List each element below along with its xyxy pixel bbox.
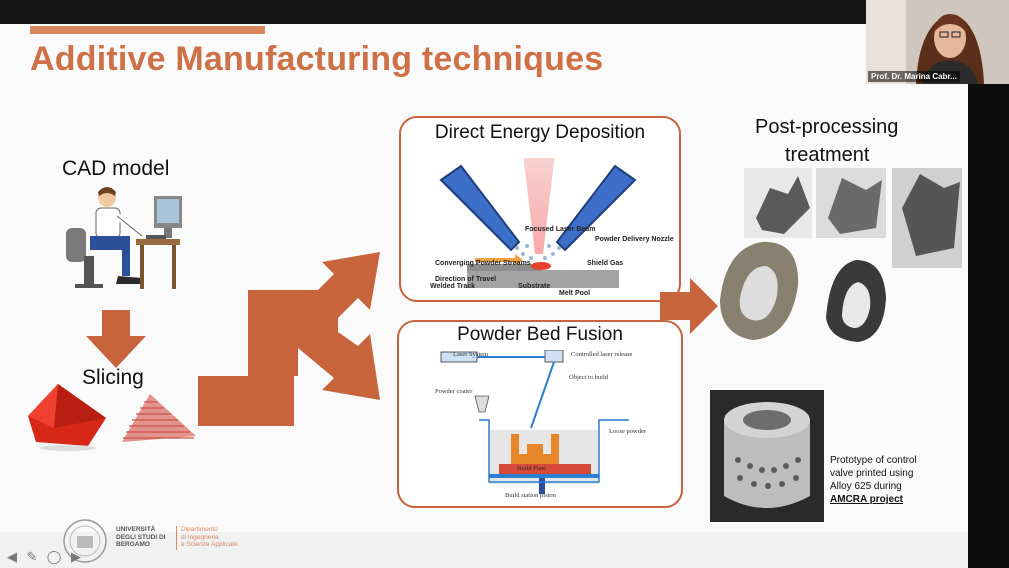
post-processing-photos (720, 168, 962, 342)
department-name: Dipartimento di Ingegneria e Scienze App… (181, 526, 238, 548)
webcam-person (866, 0, 1009, 84)
footer-divider (176, 526, 177, 550)
ded-label-focused-laser: Focused Laser Beam (525, 226, 596, 233)
post-processing-label-2: treatment (785, 144, 870, 166)
title-accent-line (30, 26, 265, 34)
pbf-diagram (440, 350, 629, 494)
zoom-icon[interactable]: ◯ (46, 549, 62, 564)
pen-icon[interactable]: ✎ (26, 549, 38, 564)
ded-diagram (439, 158, 637, 288)
process-flow-arrow (198, 252, 380, 426)
pbf-title: Powder Bed Fusion (457, 324, 623, 345)
university-seal-icon (63, 519, 107, 563)
pbf-panel: Powder Bed Fusion Laser System Controlle… (397, 320, 683, 508)
forward-arrow-icon[interactable]: ▶ (71, 549, 81, 564)
slicing-label: Slicing (82, 366, 144, 389)
cad-illustration (66, 187, 182, 289)
ded-label-shield-gas: Shield Gas (587, 260, 624, 267)
slide-title: Additive Manufacturing techniques (30, 40, 604, 78)
cad-model-label: CAD model (62, 157, 170, 180)
ded-title: Direct Energy Deposition (434, 122, 646, 143)
ded-label-welded-track: Welded Track (430, 283, 476, 290)
ded-label-powder-nozzle: Powder Delivery Nozzle (595, 236, 674, 243)
presentation-slide: Additive Manufacturing techniques CAD mo… (0, 24, 968, 568)
right-arrow-icon (660, 278, 718, 334)
ded-panel: Direct Energy Deposition (399, 116, 681, 302)
valve-prototype-photo (710, 390, 824, 522)
ded-label-direction: Direction of Travel (435, 276, 497, 283)
ded-label-converging: Converging Powder Streams (435, 260, 531, 267)
top-bar (0, 0, 1009, 24)
pbf-label-build-station: Build station piston (505, 492, 556, 499)
ded-label-substrate: Substrate (518, 283, 551, 290)
pbf-label-build-plate: Build Plate (517, 465, 547, 472)
pbf-label-laser-system: Laser System (453, 351, 489, 358)
post-processing-label: Post-processing (755, 116, 899, 138)
amcra-project-link[interactable]: AMCRA project (830, 494, 903, 505)
university-name: UNIVERSITÀ DEGLI STUDI DI BERGAMO (116, 526, 166, 548)
webcam-video: Prof. Dr. Marina Cabr... (866, 0, 1009, 84)
valve-caption: Prototype of control valve printed using… (830, 455, 917, 505)
down-arrow-icon (86, 310, 146, 368)
participant-name: Prof. Dr. Marina Cabr... (868, 71, 960, 82)
pbf-label-controlled-laser: Controlled laser release (571, 351, 633, 358)
back-arrow-icon[interactable]: ◀ (7, 549, 17, 564)
pbf-label-object: Object to build (569, 374, 608, 381)
pbf-label-loose-powder: Loose powder (609, 428, 647, 435)
ded-label-melt-pool: Melt Pool (559, 290, 591, 297)
right-bar (968, 24, 1009, 568)
slicing-illustration (28, 384, 196, 451)
slide-footer: UNIVERSITÀ DEGLI STUDI DI BERGAMO Dipart… (0, 519, 968, 568)
pbf-label-powder-coater: Powder coater (435, 388, 473, 395)
